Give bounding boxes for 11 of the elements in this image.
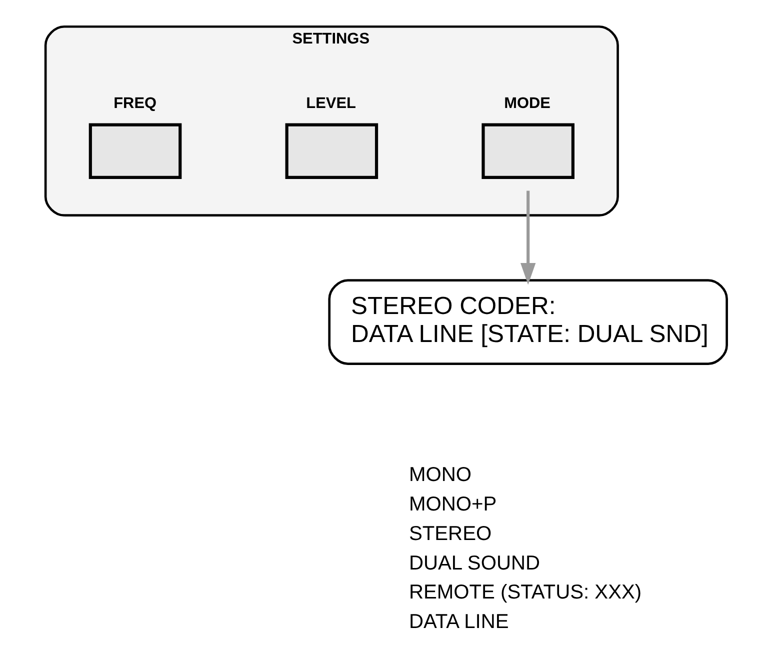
- label: STEREO: [409, 522, 492, 545]
- label: DATA LINE: [409, 611, 509, 634]
- node-label: MODE: [504, 94, 550, 112]
- label: MONO: [409, 464, 472, 486]
- node-box: STEREO CODER: DATA LINE [STATE: DUAL SND]: [328, 279, 728, 365]
- label: MONO+P: [409, 494, 497, 516]
- node-label: FREQ: [114, 94, 157, 112]
- node-label: LEVEL: [306, 94, 356, 112]
- arrow: [520, 190, 536, 285]
- label: DUAL SOUND: [409, 552, 540, 574]
- label: REMOTE (STATUS: XXX): [409, 582, 642, 604]
